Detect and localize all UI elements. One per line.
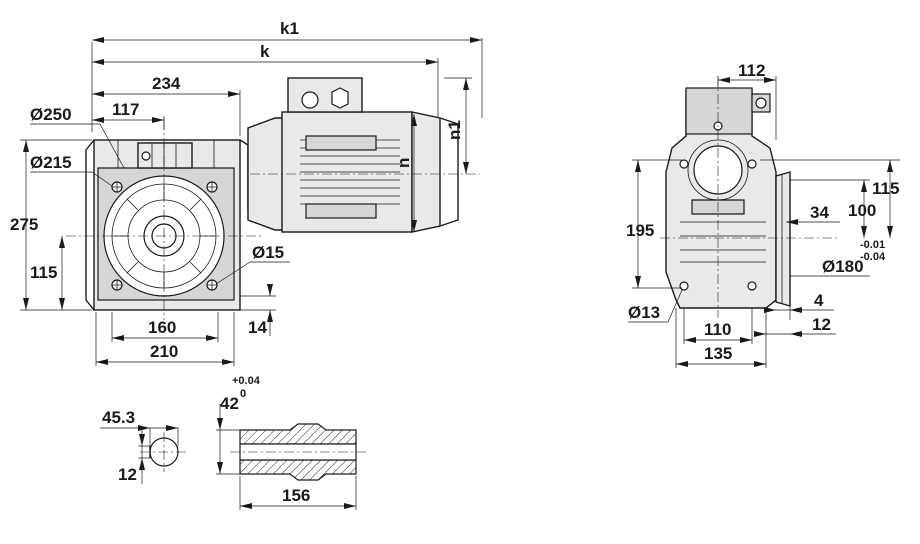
label-234: 234 bbox=[152, 74, 181, 93]
gearbox-housing bbox=[85, 139, 249, 311]
label-45-3: 45.3 bbox=[102, 408, 135, 427]
bolt-hole bbox=[206, 181, 218, 193]
dim-n1: n1 bbox=[444, 77, 472, 174]
label-135: 135 bbox=[704, 344, 732, 363]
side-housing bbox=[665, 87, 791, 309]
shaft-detail: 45.3 12 42 +0.04 0 bbox=[100, 375, 366, 510]
dim-160: 160 bbox=[111, 312, 219, 342]
label-k: k bbox=[260, 42, 270, 61]
label-n1: n1 bbox=[445, 120, 464, 140]
dim-d250: Ø250 bbox=[30, 105, 125, 169]
dim-275: 275 bbox=[10, 139, 92, 311]
dim-12-shaft: 12 bbox=[118, 430, 150, 484]
dim-45-3: 45.3 bbox=[100, 408, 179, 446]
dim-115-side: 115 bbox=[760, 159, 900, 238]
label-110: 110 bbox=[704, 320, 731, 339]
label-100: 100 bbox=[848, 201, 876, 220]
dim-d180: Ø180 bbox=[790, 257, 870, 277]
label-210: 210 bbox=[150, 342, 178, 361]
label-14: 14 bbox=[248, 318, 267, 337]
dim-112: 112 bbox=[717, 61, 777, 140]
tolerance-zero: 0 bbox=[240, 388, 246, 400]
label-12-shaft: 12 bbox=[118, 465, 137, 484]
dim-d215: Ø215 bbox=[30, 153, 113, 187]
bolt-hole bbox=[111, 279, 123, 291]
dim-34: 34 bbox=[786, 203, 840, 225]
dim-14: 14 bbox=[240, 284, 276, 337]
label-4: 4 bbox=[814, 291, 824, 310]
label-42: 42 bbox=[220, 394, 239, 413]
bolt-hole bbox=[206, 279, 218, 291]
label-115-front: 115 bbox=[30, 263, 57, 282]
label-n: n bbox=[394, 158, 413, 168]
label-112: 112 bbox=[738, 61, 765, 80]
dim-115-front: 115 bbox=[30, 236, 65, 310]
dim-42: 42 +0.04 0 bbox=[216, 375, 261, 475]
label-12-side: 12 bbox=[812, 315, 831, 334]
hollow-shaft bbox=[230, 423, 366, 481]
dim-d13: Ø13 bbox=[628, 289, 683, 323]
dim-4: 4 bbox=[764, 291, 834, 320]
label-d15: Ø15 bbox=[252, 243, 284, 262]
dim-234: 234 bbox=[92, 74, 241, 136]
motor bbox=[247, 77, 459, 233]
dim-195: 195 bbox=[626, 159, 682, 289]
label-d180: Ø180 bbox=[822, 257, 864, 276]
dim-135: 135 bbox=[675, 308, 767, 368]
dim-d15: Ø15 bbox=[215, 243, 290, 285]
tolerance-plus: +0.04 bbox=[232, 375, 261, 387]
dim-117: 117 bbox=[92, 100, 165, 130]
label-275: 275 bbox=[10, 215, 38, 234]
tolerance-upper: -0.01 bbox=[860, 239, 885, 251]
label-d13: Ø13 bbox=[628, 303, 660, 322]
dim-k: k bbox=[92, 42, 439, 118]
label-195: 195 bbox=[626, 221, 654, 240]
front-view: k1 k 234 117 bbox=[10, 19, 483, 366]
side-view: 112 195 115 100 bbox=[626, 61, 900, 368]
dim-100: 100 bbox=[790, 179, 876, 238]
dim-210: 210 bbox=[95, 312, 235, 366]
label-k1: k1 bbox=[280, 19, 299, 38]
label-d250: Ø250 bbox=[30, 105, 72, 124]
label-156: 156 bbox=[282, 486, 310, 505]
label-117: 117 bbox=[112, 100, 139, 119]
label-34: 34 bbox=[810, 203, 829, 222]
label-115-side: 115 bbox=[872, 179, 899, 198]
label-d215: Ø215 bbox=[30, 153, 72, 172]
dim-k1: k1 bbox=[91, 19, 483, 132]
dim-n: n bbox=[394, 114, 417, 232]
dim-156: 156 bbox=[239, 476, 357, 510]
tolerance-lower: -0.04 bbox=[860, 251, 886, 263]
label-160: 160 bbox=[148, 318, 176, 337]
dim-12-side: 12 bbox=[754, 308, 836, 340]
bolt-hole bbox=[111, 181, 123, 193]
bore-section bbox=[140, 432, 188, 472]
dim-110: 110 bbox=[683, 308, 753, 344]
